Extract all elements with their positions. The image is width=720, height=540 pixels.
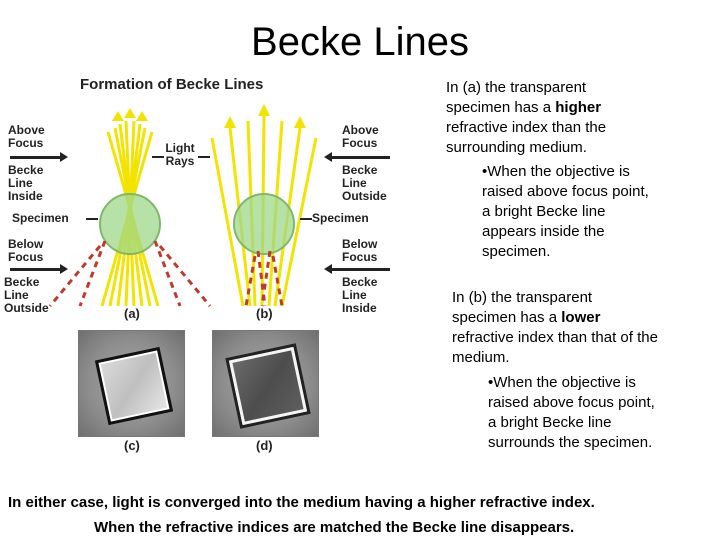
bullet-a-2: raised above focus point,	[482, 183, 649, 200]
becke-dash-b	[244, 250, 284, 307]
crystal-d	[228, 346, 308, 426]
bullet-a: •When the objective is raised above focu…	[482, 162, 649, 262]
text-a-higher: higher	[555, 99, 602, 116]
text-b-lower: lower	[561, 309, 601, 326]
text-a-line4: surrounding medium.	[446, 139, 587, 156]
text-a: In (a) the transparent specimen has a hi…	[446, 78, 606, 158]
label-becke-line-inside-right: Becke Line Inside	[342, 275, 378, 315]
panel-label-c: (c)	[124, 438, 140, 453]
figure-heading: Formation of Becke Lines	[80, 76, 264, 93]
text-b-line2: specimen has a lower	[452, 308, 658, 328]
bullet-b-1: •When the objective is	[488, 374, 636, 391]
bullet-a-1: •When the objective is	[482, 163, 630, 180]
label-below-focus-right: Below Focus	[342, 237, 378, 264]
text-b-line2-pre: specimen has a	[452, 309, 562, 326]
panel-label-d: (d)	[256, 438, 273, 453]
bullet-a-4: appears inside the	[482, 223, 605, 240]
label-above-focus-left: Above Focus	[8, 123, 45, 150]
bullet-a-3: a bright Becke line	[482, 203, 606, 220]
label-becke-line-inside-left: Becke Line Inside	[8, 163, 44, 203]
text-a-line3: refractive index than the	[446, 119, 607, 136]
label-below-focus-left: Below Focus	[8, 237, 44, 264]
text-b-line4: medium.	[452, 349, 510, 366]
label-above-focus-right: Above Focus	[342, 123, 379, 150]
label-becke-line-outside-left: Becke Line Outside	[4, 275, 49, 315]
text-a-line2-pre: specimen has a	[446, 99, 556, 116]
label-specimen-right: Specimen	[312, 211, 369, 225]
specimen-a	[99, 193, 161, 255]
specimen-pointer-left	[86, 218, 98, 220]
conclusion-line2: When the refractive indices are matched …	[94, 519, 575, 536]
slide-title: Becke Lines	[251, 20, 469, 64]
bullet-a-5: specimen.	[482, 243, 551, 260]
text-b: In (b) the transparent specimen has a lo…	[452, 288, 658, 368]
label-light-rays: Light Rays	[165, 141, 195, 168]
light-rays-pointer-left	[152, 156, 164, 158]
panel-label-b: (b)	[256, 306, 273, 321]
crystal-c	[94, 346, 174, 426]
text-a-line2: specimen has a higher	[446, 98, 606, 118]
bullet-b: •When the objective is raised above focu…	[488, 373, 655, 453]
bullet-b-2: raised above focus point,	[488, 394, 655, 411]
arrow-below-focus-right	[324, 264, 390, 274]
text-b-line1: In (b) the transparent	[452, 289, 593, 306]
label-becke-line-outside-right: Becke Line Outside	[342, 163, 387, 203]
text-a-line1: In (a) the transparent	[446, 79, 587, 96]
bullet-b-3: a bright Becke line	[488, 414, 612, 431]
becke-dash-a	[48, 240, 212, 307]
light-rays-pointer-right	[198, 156, 210, 158]
becke-lines-figure: Formation of Becke Lines	[0, 66, 410, 466]
bullet-b-4: surrounds the specimen.	[488, 434, 653, 451]
text-b-line3: refractive index than that of the	[452, 329, 658, 346]
specimen-pointer-right	[300, 218, 312, 220]
arrow-above-focus-right	[324, 152, 390, 162]
conclusion-line1: In either case, light is converged into …	[8, 494, 595, 511]
arrow-above-focus-left	[10, 152, 68, 162]
label-specimen-left: Specimen	[12, 211, 69, 225]
micrograph-d	[212, 330, 319, 437]
specimen-b	[233, 193, 295, 255]
panel-label-a: (a)	[124, 306, 140, 321]
ray-diagram	[48, 104, 318, 307]
arrow-below-focus-left	[10, 264, 68, 274]
micrograph-c	[78, 330, 185, 437]
